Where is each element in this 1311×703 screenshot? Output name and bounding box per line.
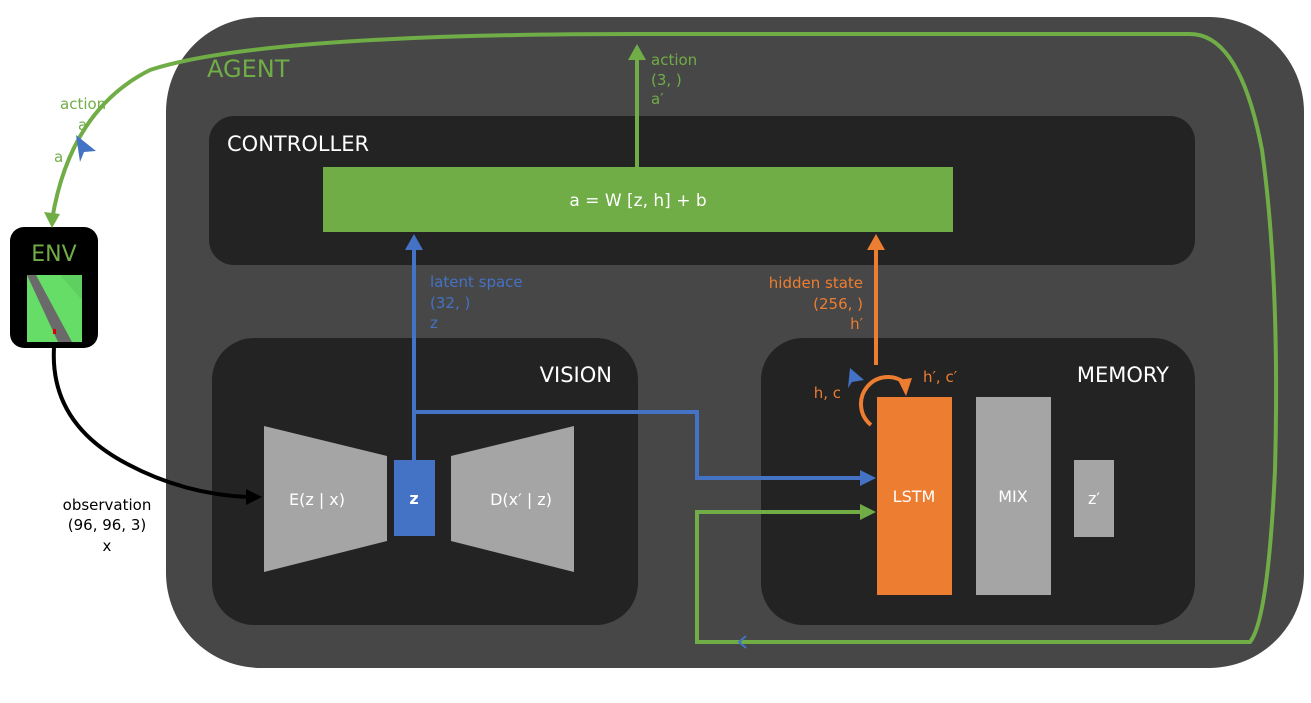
latent-z-label: z <box>409 489 418 508</box>
latent-label-2: (32, ) <box>430 294 470 312</box>
observation-label-2: (96, 96, 3) <box>68 516 147 534</box>
lstm-block <box>877 397 952 595</box>
latent-label-3: z <box>430 314 438 332</box>
action-left-labels: action a′ a <box>54 95 106 166</box>
z-prime-block <box>1074 460 1114 537</box>
action-top-label-1: action <box>651 51 697 69</box>
hidden-label-1: hidden state <box>769 274 863 292</box>
lstm-recurrent-loop <box>859 375 907 427</box>
hidden-label-2: (256, ) <box>813 295 863 313</box>
latent-labels: latent space (32, ) z <box>430 273 523 332</box>
observation-label-3: x <box>103 537 112 555</box>
lstm-label: LSTM <box>893 487 936 506</box>
decoder-block <box>451 426 574 572</box>
controller-formula-box <box>323 167 953 232</box>
green-arrowhead-lstm <box>860 504 876 520</box>
action-feedback-loop <box>637 32 1279 644</box>
env-in-arrowhead <box>44 212 60 228</box>
loop-out-label: h′, c′ <box>923 368 958 386</box>
action-top-label-3: a′ <box>651 90 664 108</box>
controller-formula: a = W [z, h] + b <box>569 191 706 211</box>
loop-in-label: h, c <box>814 384 841 402</box>
action-top-labels: action (3, ) a′ <box>651 51 697 108</box>
hidden-arrowhead <box>867 234 885 250</box>
hidden-labels: hidden state (256, ) h′ <box>769 274 864 333</box>
latent-z-block <box>394 460 435 536</box>
action-top-label-2: (3, ) <box>651 71 682 89</box>
green-chevron-icon <box>737 635 747 649</box>
mix-block <box>976 397 1051 595</box>
action-left-label-2: a′ <box>78 116 91 134</box>
recurrent-blue-marker-icon <box>848 368 864 388</box>
env-label: ENV <box>31 242 76 267</box>
observation-arrow <box>51 347 249 499</box>
decoder-label: D(x′ | z) <box>490 490 552 509</box>
observation-labels: observation (96, 96, 3) x <box>63 496 152 555</box>
observation-arrowhead <box>246 489 262 505</box>
mix-label: MIX <box>998 487 1028 506</box>
blue-marker-icon <box>76 135 96 162</box>
memory-label: MEMORY <box>1077 363 1169 387</box>
env-screen-image <box>27 275 82 342</box>
latent-label-1: latent space <box>430 273 523 291</box>
z-prime-label: z′ <box>1088 489 1100 508</box>
vision-label: VISION <box>540 363 612 387</box>
agent-label: AGENT <box>207 55 290 83</box>
action-left-label-1: action <box>60 95 106 113</box>
recurrent-arrowhead <box>898 378 912 396</box>
action-arrowhead <box>628 44 646 60</box>
hidden-label-3: h′ <box>850 315 864 333</box>
encoder-block <box>264 426 387 572</box>
latent-to-lstm-line <box>414 410 862 480</box>
latent-arrowhead <box>405 234 423 250</box>
action-left-label-3: a <box>54 148 63 166</box>
latent-lstm-arrowhead <box>860 470 876 486</box>
controller-label: CONTROLLER <box>227 132 369 156</box>
observation-label-1: observation <box>63 496 152 514</box>
encoder-label: E(z | x) <box>289 490 345 509</box>
